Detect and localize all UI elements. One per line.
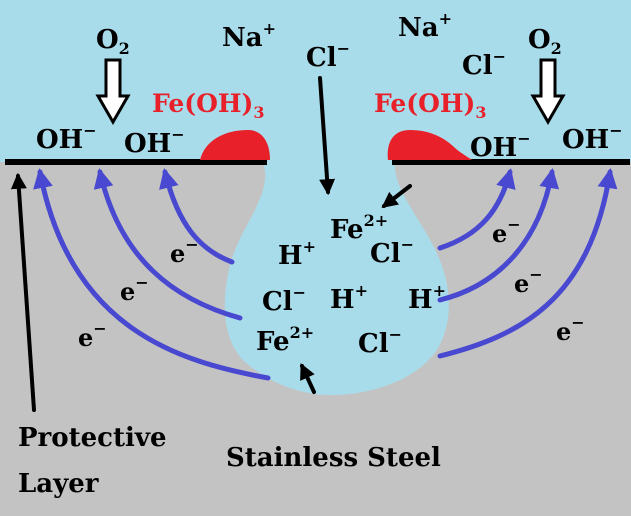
protective-layer-pointer xyxy=(10,172,36,412)
feoh3-deposit-right xyxy=(387,130,472,160)
cl-ion-pit-1: Cl− xyxy=(370,235,414,269)
h-ion-1: H+ xyxy=(278,237,316,271)
fe-diffusion-arrow xyxy=(381,184,412,208)
black-arrows xyxy=(10,76,412,412)
electron-label-right-2: e− xyxy=(514,265,543,298)
electron-label-right-3: e− xyxy=(556,313,585,346)
electron-arrow-left-1 xyxy=(33,168,271,381)
o2-arrow-left xyxy=(95,58,131,126)
protective-layer-label-line1: Protective xyxy=(18,423,167,453)
protective-layer-label-line2: Layer xyxy=(18,469,99,499)
fe2-ion-upper: Fe2+ xyxy=(330,211,388,245)
electron-arrow-right-3 xyxy=(437,168,516,251)
o2-arrow-right xyxy=(530,58,566,126)
oh-ion-2: OH− xyxy=(124,125,185,159)
fe2-ion-lower: Fe2+ xyxy=(256,323,314,357)
feoh3-label-right: Fe(OH)3 xyxy=(374,89,486,122)
oh-ion-3: OH− xyxy=(470,129,531,163)
o2-label-right: O2 xyxy=(528,25,562,58)
electron-arrow-right-1 xyxy=(437,168,618,359)
cl-ion-pit-2: Cl− xyxy=(262,283,306,317)
corrosion-pit xyxy=(224,160,449,396)
fe-release-arrow xyxy=(300,363,316,394)
na-ion-left: Na+ xyxy=(222,19,276,53)
feoh3-deposit-left xyxy=(200,130,270,160)
electron-arrow-left-3 xyxy=(159,168,235,265)
electron-label-left-3: e− xyxy=(78,319,107,352)
electron-arrow-right-2 xyxy=(437,168,560,303)
cl-ion-pit-3: Cl− xyxy=(358,325,402,359)
protective-layer-left xyxy=(5,159,267,165)
h-ion-3: H+ xyxy=(408,281,446,315)
stainless-steel-label: Stainless Steel xyxy=(226,443,441,473)
cl-migration-arrow xyxy=(318,76,336,196)
electron-label-left-1: e− xyxy=(170,235,199,268)
oh-ion-1: OH− xyxy=(36,121,97,155)
o2-label-left: O2 xyxy=(96,25,130,58)
feoh3-label-left: Fe(OH)3 xyxy=(152,89,264,122)
protective-layer-right xyxy=(392,159,630,165)
h-ion-2: H+ xyxy=(330,281,368,315)
na-ion-right: Na+ xyxy=(398,9,452,43)
oh-ion-4: OH− xyxy=(562,121,623,155)
electron-label-left-2: e− xyxy=(120,273,149,306)
electron-label-right-1: e− xyxy=(492,215,521,248)
cl-ion-top-left: Cl− xyxy=(306,39,350,73)
electron-arrow-left-2 xyxy=(93,168,243,321)
electron-flow-arrows xyxy=(33,168,618,381)
cl-ion-top-right: Cl− xyxy=(462,47,506,81)
